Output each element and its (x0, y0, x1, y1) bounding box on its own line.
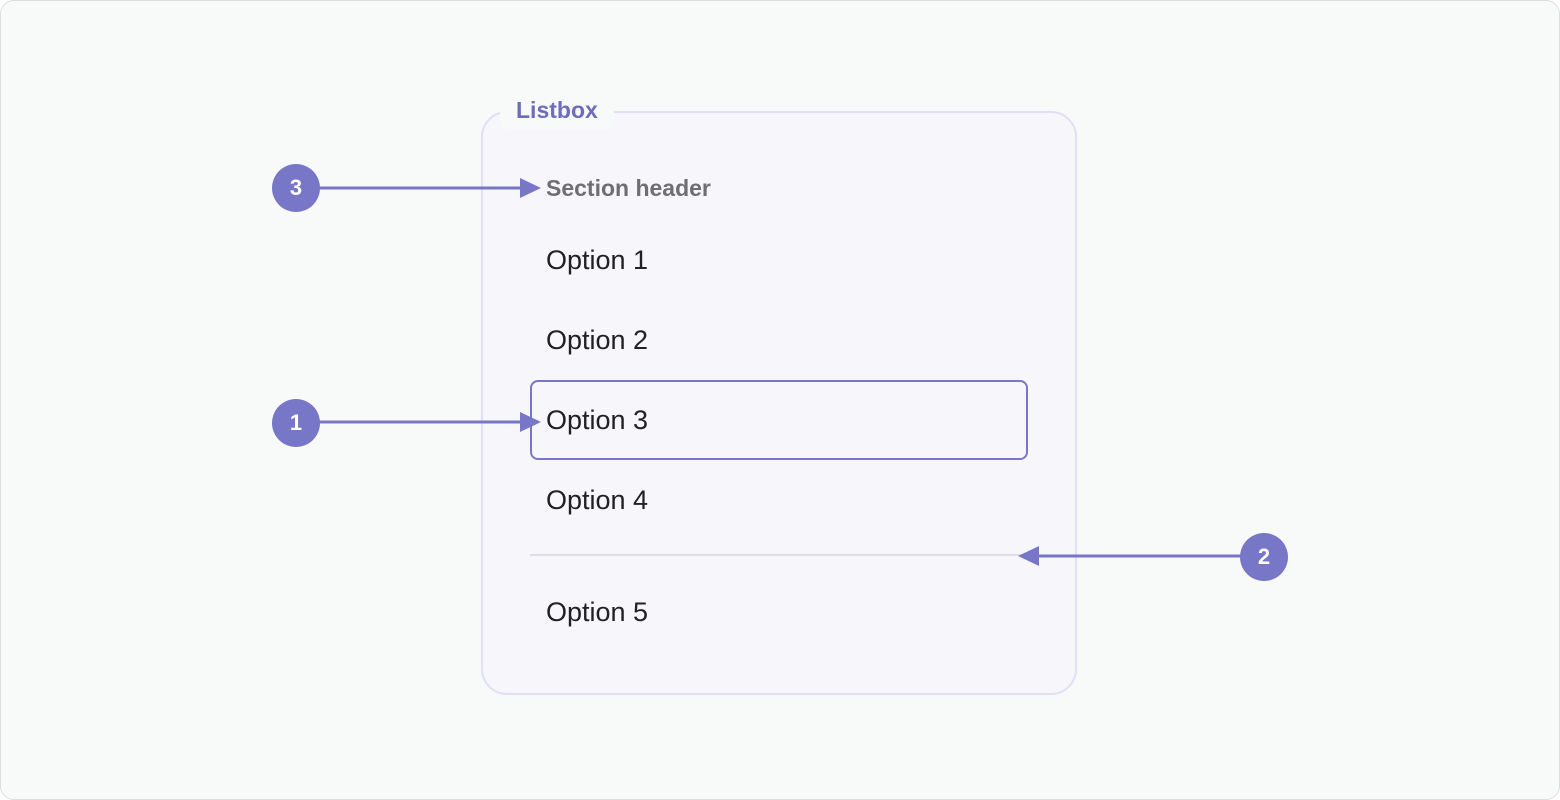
callout-badge-2: 2 (1240, 533, 1288, 581)
callout-badge-1: 1 (272, 399, 320, 447)
callout-arrow-3 (318, 178, 541, 198)
section-header: Section header (546, 175, 711, 201)
option-5[interactable]: Option 5 (546, 597, 649, 627)
callout-arrow-1 (318, 412, 541, 432)
listbox-container (481, 111, 1077, 695)
section-divider (530, 554, 1028, 556)
callout-arrow-2 (1018, 546, 1242, 566)
option-2[interactable]: Option 2 (546, 325, 649, 355)
option-4[interactable]: Option 4 (546, 485, 649, 515)
option-1[interactable]: Option 1 (546, 245, 649, 275)
listbox-title: Listbox (500, 92, 614, 130)
callout-badge-3: 3 (272, 164, 320, 212)
